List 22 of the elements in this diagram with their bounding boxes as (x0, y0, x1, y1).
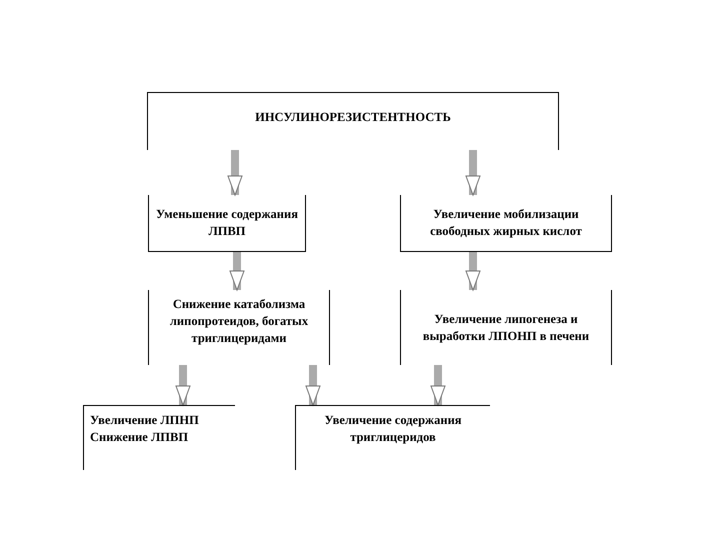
process-box (400, 290, 612, 365)
box-text: Снижение ЛПВП (90, 428, 190, 446)
block-arrow (430, 365, 446, 406)
process-box (147, 92, 559, 150)
box-text: Увеличение липогенеза и выработки ЛПОНП в печени (422, 310, 590, 344)
block-arrow (466, 252, 480, 290)
process-box (400, 195, 612, 252)
process-box (295, 405, 490, 470)
block-arrow (306, 365, 320, 406)
box-text: Увеличение содержания триглицеридов (323, 412, 463, 446)
block-arrow (230, 252, 244, 290)
box-text: Увеличение ЛПНП (90, 412, 200, 429)
block-arrow (228, 150, 242, 196)
box-text: Снижение катаболизма липопротеидов, богатых триглицеридами (168, 296, 310, 347)
process-box (148, 290, 330, 365)
block-arrow (466, 150, 480, 196)
process-box (148, 195, 306, 252)
process-box (83, 405, 235, 470)
block-arrow (176, 365, 190, 406)
box-text: ИНСУЛИНОРЕЗИСТЕНТНОСТЬ (254, 109, 452, 126)
box-text: Уменьшение содержания ЛПВП (155, 206, 299, 240)
box-text: Увеличение мобилизации свободных жирных кислот (429, 206, 583, 240)
